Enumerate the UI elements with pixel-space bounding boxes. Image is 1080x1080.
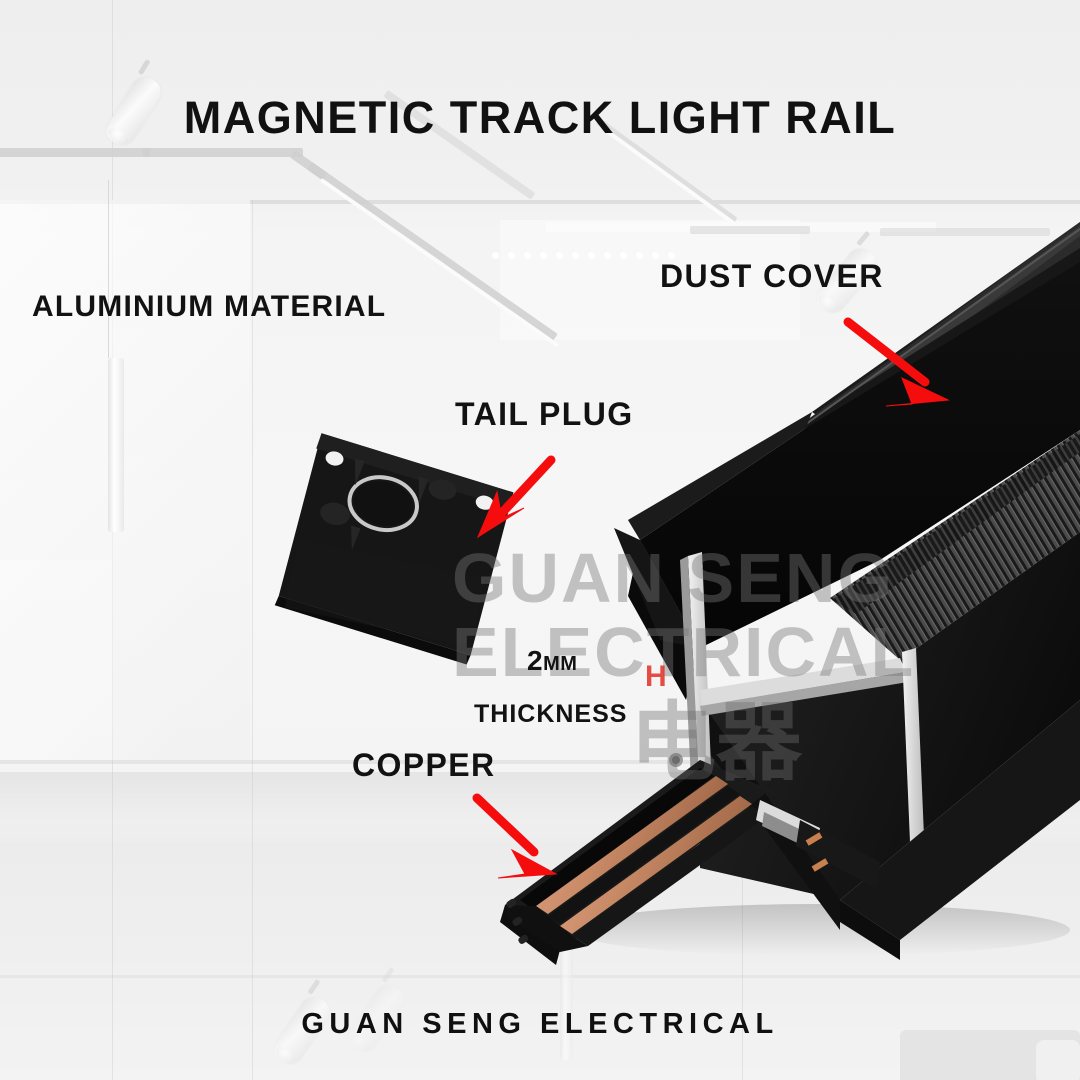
page-title: MAGNETIC TRACK LIGHT RAIL [183,92,897,143]
background-track-rail [690,226,810,234]
label-thickness-value: 2MM [527,645,577,677]
thickness-number: 2 [527,645,544,676]
background-track-rail [0,148,150,157]
watermark-chinese: 电器 [630,693,802,793]
background-ceiling-panel [500,220,800,340]
arrow-copper [472,793,558,879]
thickness-unit: MM [543,653,578,675]
arrow-dust-cover [843,317,950,407]
watermark-red-mark: H [645,660,667,693]
background-soft-block [1036,1040,1080,1080]
watermark-line-1: GUAN SENG [452,539,894,617]
watermark-line-2: ELECTRICAL [452,613,916,691]
background-wall-panel [0,200,250,760]
label-dust-cover: DUST COVER [660,258,884,294]
label-thickness-word: THICKNESS [474,700,628,728]
footer-brand: GUAN SENG ELECTRICAL [301,1008,779,1040]
label-copper: COPPER [352,747,496,783]
background-band-divider [0,760,1080,764]
background-wall-panel [0,560,112,760]
background-band-top [0,200,1080,204]
background-vertical-line [252,200,253,1080]
background-led-dot-row [492,252,675,259]
label-aluminium-material: ALUMINIUM MATERIAL [32,290,387,323]
background-track-rail [143,148,303,157]
label-tail-plug: TAIL PLUG [455,396,634,432]
arrow-tail-plug [476,455,556,539]
background-band-bottom [0,975,1080,978]
background-track-rail [880,228,1050,236]
